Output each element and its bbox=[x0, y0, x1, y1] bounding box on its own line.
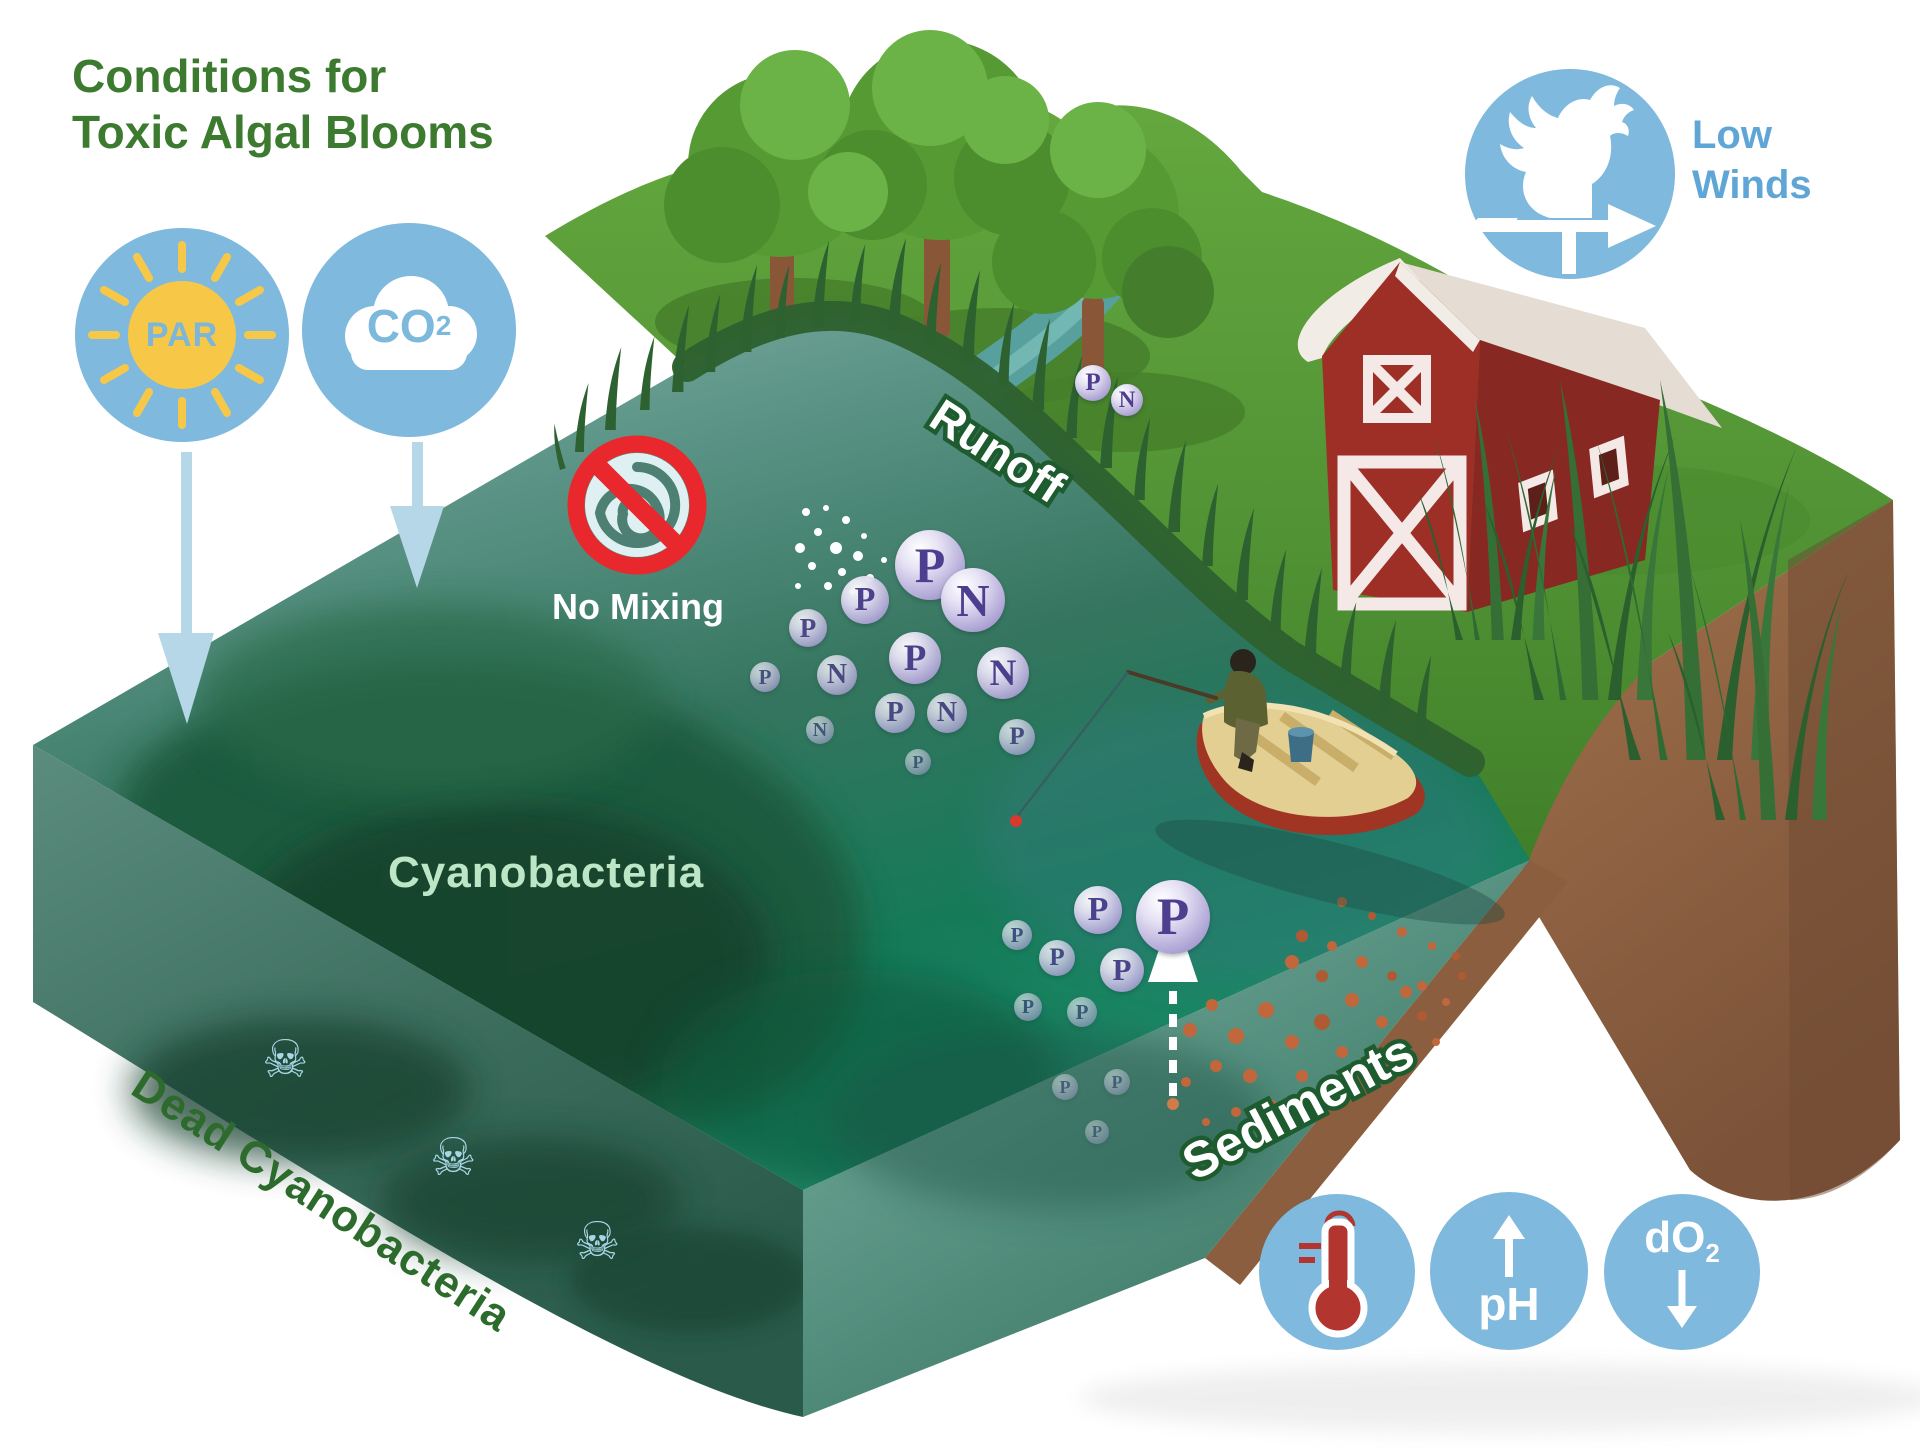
do2-badge: dO2 bbox=[1604, 1194, 1760, 1350]
prohibited-spiral-icon bbox=[567, 435, 707, 575]
boat bbox=[1010, 649, 1505, 925]
nutrient-sphere: P bbox=[1075, 999, 1089, 1024]
nutrient-sphere: P bbox=[1111, 1071, 1123, 1092]
nutrient-sphere: P bbox=[1059, 1076, 1071, 1097]
low-winds-badge bbox=[1465, 69, 1675, 279]
par-arrow bbox=[158, 452, 214, 724]
cyanobacteria-label: Cyanobacteria bbox=[388, 848, 705, 897]
nutrient-sphere: N bbox=[1118, 387, 1136, 412]
nutrient-sphere: P bbox=[1010, 922, 1024, 947]
nutrient-sphere: P bbox=[1087, 891, 1109, 928]
sediment-dots bbox=[1181, 897, 1466, 1126]
nutrient-sphere: P bbox=[903, 637, 927, 679]
nutrient-sphere: P bbox=[1021, 995, 1035, 1018]
co2-arrow bbox=[390, 442, 444, 588]
ph-badge: pH bbox=[1430, 1192, 1588, 1350]
thermometer-icon bbox=[1299, 1210, 1368, 1338]
nutrient-sphere: P bbox=[854, 581, 876, 618]
bobber bbox=[1010, 815, 1022, 827]
icons-shadow bbox=[1080, 1364, 1920, 1432]
nutrient-sphere: P bbox=[914, 537, 946, 593]
rooster-weathervane-icon bbox=[1466, 85, 1656, 274]
nutrient-sphere: N bbox=[956, 574, 990, 626]
sun-icon bbox=[88, 241, 276, 429]
nutrient-sphere: P bbox=[1156, 888, 1190, 946]
cloud-icon bbox=[345, 276, 477, 370]
nutrient-sphere: P bbox=[1085, 369, 1101, 396]
down-arrow-icon bbox=[1667, 1269, 1697, 1328]
nutrient-sphere: N bbox=[989, 652, 1017, 694]
no-mixing-badge bbox=[565, 433, 709, 577]
skull-crossbones-icon: ☠ bbox=[430, 1128, 477, 1188]
nutrient-sphere: P bbox=[912, 751, 924, 772]
nutrient-sphere: N bbox=[826, 659, 848, 690]
skull-crossbones-icon: ☠ bbox=[574, 1212, 621, 1272]
low-winds-label: Low Winds bbox=[1692, 113, 1812, 207]
nutrient-sphere: N bbox=[812, 718, 828, 741]
nutrient-sphere: P bbox=[886, 697, 904, 728]
temperature-badge bbox=[1259, 1194, 1415, 1350]
nutrient-sphere: P bbox=[1049, 944, 1065, 971]
diagram-title: Conditions for Toxic Algal Blooms bbox=[72, 50, 494, 159]
nutrient-sphere: P bbox=[799, 612, 817, 643]
do2-label: dO2 bbox=[1644, 1213, 1720, 1268]
nutrient-sphere: P bbox=[758, 664, 772, 689]
nutrient-sphere: P bbox=[1091, 1122, 1103, 1141]
up-arrow-icon bbox=[1493, 1215, 1525, 1277]
ph-label: pH bbox=[1478, 1278, 1540, 1330]
nutrient-sphere: N bbox=[936, 697, 958, 728]
skull-crossbones-icon: ☠ bbox=[262, 1030, 309, 1090]
par-label: PAR bbox=[145, 315, 219, 354]
nutrient-sphere: P bbox=[1112, 952, 1132, 987]
nutrient-sphere: P bbox=[1009, 723, 1025, 750]
no-mixing-label: No Mixing bbox=[552, 586, 724, 627]
par-badge: PAR bbox=[75, 228, 289, 442]
barn bbox=[1297, 258, 1722, 612]
shore-grass bbox=[545, 238, 1848, 820]
